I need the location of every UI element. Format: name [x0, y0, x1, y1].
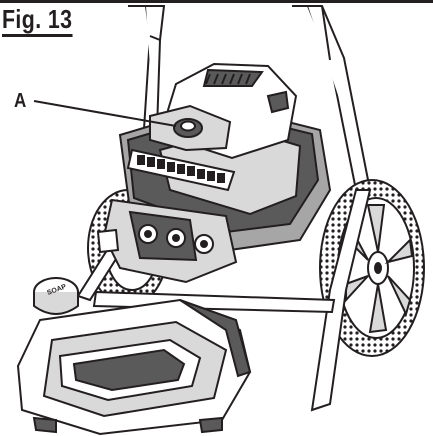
pump-assembly [96, 198, 238, 284]
figure-title: Fig. 13 [2, 4, 73, 37]
detergent-tank [16, 298, 252, 436]
top-cover [149, 62, 298, 160]
handle-frame [128, 5, 371, 191]
callout-leader-a [33, 100, 177, 127]
vent-grille [126, 148, 236, 192]
base-feet [32, 416, 223, 434]
right-wheel [319, 179, 425, 357]
callout-label-a: A [14, 90, 27, 112]
soap-cap: SOAP [33, 277, 79, 315]
oil-cap [173, 118, 203, 138]
top-rule [0, 0, 433, 3]
